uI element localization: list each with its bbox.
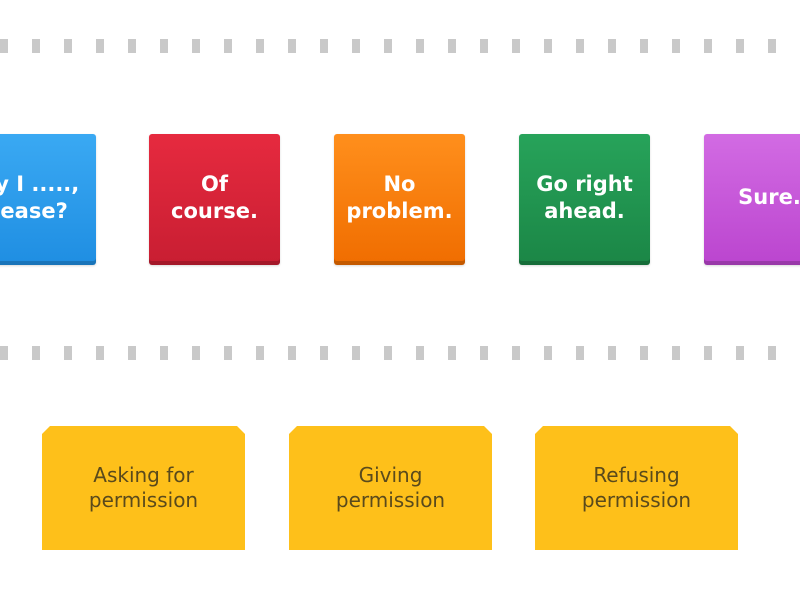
answer-tile-label: Of course. [171, 171, 258, 223]
drop-target-label: Refusing permission [581, 463, 692, 512]
answer-tile-sure[interactable]: Sure. [704, 134, 800, 265]
answer-tile-go-right-ahead[interactable]: Go right ahead. [519, 134, 650, 265]
drop-target-asking-for-permission[interactable]: Asking for permission [42, 426, 245, 550]
answer-tile-label: Sure. [738, 185, 800, 209]
drop-target-label: Giving permission [335, 463, 446, 512]
top-dashed-divider [0, 39, 800, 53]
drop-target-label: Asking for permission [88, 463, 199, 512]
answer-tile-of-course[interactable]: Of course. [149, 134, 280, 265]
drop-target-giving-permission[interactable]: Giving permission [289, 426, 492, 550]
answer-tile-no-problem[interactable]: No problem. [334, 134, 465, 265]
answer-tile-label: ay I ....., lease? [0, 171, 80, 223]
drop-target-refusing-permission[interactable]: Refusing permission [535, 426, 738, 550]
middle-dashed-divider [0, 346, 800, 360]
answer-tile-label: No problem. [346, 171, 453, 223]
answer-tile-label: Go right ahead. [536, 171, 633, 223]
answer-tile-may-i[interactable]: ay I ....., lease? [0, 134, 96, 265]
